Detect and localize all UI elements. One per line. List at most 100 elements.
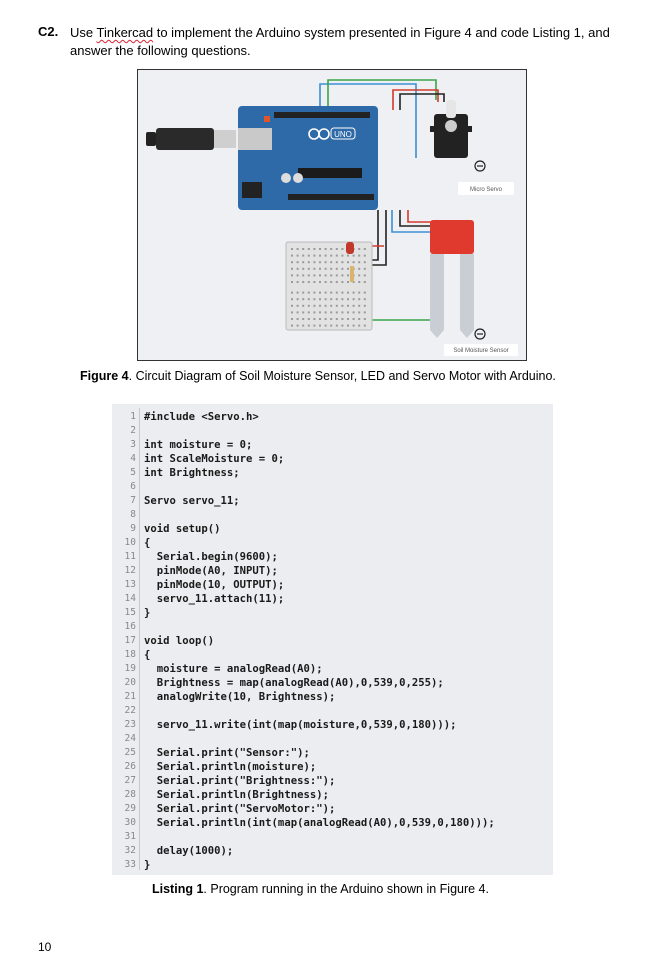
- code-line: 24: [112, 732, 553, 746]
- tinkercad-word: Tinkercad: [96, 25, 154, 40]
- code-line: 13 pinMode(10, OUTPUT);: [112, 578, 553, 592]
- code-text: Servo servo_11;: [144, 495, 240, 507]
- figure-caption-text: . Circuit Diagram of Soil Moisture Senso…: [128, 369, 556, 383]
- question-text: Use Tinkercad to implement the Arduino s…: [70, 24, 640, 60]
- code-text: Serial.println(int(map(analogRead(A0),0,…: [144, 817, 495, 829]
- line-number: 31: [124, 831, 136, 842]
- line-number: 10: [124, 537, 136, 548]
- code-text: }: [144, 607, 151, 619]
- line-number: 1: [130, 411, 136, 422]
- line-number: 11: [124, 551, 136, 562]
- line-number: 4: [130, 453, 136, 464]
- code-text: Serial.print("ServoMotor:");: [144, 803, 336, 815]
- code-line: 32 delay(1000);: [112, 844, 553, 858]
- line-number: 30: [124, 817, 136, 828]
- arduino-board: [238, 106, 378, 210]
- code-line: 31: [112, 830, 553, 844]
- code-gutter: [139, 408, 140, 870]
- breadboard: [285, 241, 373, 331]
- code-text: Brightness = map(analogRead(A0),0,539,0,…: [144, 677, 444, 689]
- code-text: int Brightness;: [144, 467, 240, 479]
- line-number: 9: [130, 523, 136, 534]
- code-line: 15}: [112, 606, 553, 620]
- code-line: 14 servo_11.attach(11);: [112, 592, 553, 606]
- code-line: 27 Serial.print("Brightness:");: [112, 774, 553, 788]
- code-line: 12 pinMode(A0, INPUT);: [112, 564, 553, 578]
- line-number: 14: [124, 593, 136, 604]
- line-number: 24: [124, 733, 136, 744]
- line-number: 8: [130, 509, 136, 520]
- line-number: 5: [130, 467, 136, 478]
- line-number: 15: [124, 607, 136, 618]
- line-number: 18: [124, 649, 136, 660]
- code-line: 10 {: [112, 536, 553, 550]
- code-line: 23 servo_11.write(int(map(moisture,0,539…: [112, 718, 553, 732]
- code-line: 29 Serial.print("ServoMotor:");: [112, 802, 553, 816]
- figure-caption: Figure 4. Circuit Diagram of Soil Moistu…: [80, 369, 556, 383]
- code-line: 21 analogWrite(10, Brightness);: [112, 690, 553, 704]
- listing-caption-text: . Program running in the Arduino shown i…: [203, 882, 489, 896]
- code-text: pinMode(10, OUTPUT);: [144, 579, 285, 591]
- servo-label: Micro Servo: [470, 187, 503, 193]
- listing-caption-label: Listing 1: [152, 882, 204, 896]
- line-number: 2: [130, 425, 136, 436]
- circuit-diagram: UNO Micro Servo Soil Moisture Sensor: [146, 79, 518, 356]
- soil-moisture-sensor: [430, 220, 474, 254]
- line-number: 12: [124, 565, 136, 576]
- code-line: 20 Brightness = map(analogRead(A0),0,539…: [112, 676, 553, 690]
- code-line: 8: [112, 508, 553, 522]
- line-number: 3: [130, 439, 136, 450]
- code-line: 1 #include <Servo.h>: [112, 410, 553, 424]
- code-text: Serial.print("Brightness:");: [144, 775, 336, 787]
- line-number: 20: [124, 677, 136, 688]
- line-number: 13: [124, 579, 136, 590]
- code-line: 33}: [112, 858, 553, 872]
- code-text: {: [144, 537, 151, 549]
- code-text: servo_11.write(int(map(moisture,0,539,0,…: [144, 719, 457, 731]
- code-text: }: [144, 859, 151, 871]
- question-number: C2.: [38, 24, 59, 39]
- code-text: int ScaleMoisture = 0;: [144, 453, 285, 465]
- code-text: servo_11.attach(11);: [144, 593, 285, 605]
- code-line: 18 {: [112, 648, 553, 662]
- code-text: Serial.println(Brightness);: [144, 789, 329, 801]
- circuit-figure: UNO Micro Servo Soil Moisture Sensor: [137, 69, 527, 361]
- code-text: {: [144, 649, 151, 661]
- code-text: Serial.print("Sensor:");: [144, 747, 310, 759]
- line-number: 19: [124, 663, 136, 674]
- code-line: 17 void loop(): [112, 634, 553, 648]
- code-text: delay(1000);: [144, 845, 234, 857]
- line-number: 21: [124, 691, 136, 702]
- code-line: 22: [112, 704, 553, 718]
- line-number: 25: [124, 747, 136, 758]
- question-text-before: Use: [70, 25, 97, 40]
- code-line: 6: [112, 480, 553, 494]
- line-number: 16: [124, 621, 136, 632]
- line-number: 33: [124, 859, 136, 870]
- figure-caption-label: Figure 4: [80, 369, 129, 383]
- code-line: 30 Serial.println(int(map(analogRead(A0)…: [112, 816, 553, 830]
- line-number: 23: [124, 719, 136, 730]
- code-line: 5 int Brightness;: [112, 466, 553, 480]
- code-line: 3 int moisture = 0;: [112, 438, 553, 452]
- question-text-after: to implement the Arduino system presente…: [70, 25, 610, 58]
- code-line: 25 Serial.print("Sensor:");: [112, 746, 553, 760]
- line-number: 26: [124, 761, 136, 772]
- sensor-label: Soil Moisture Sensor: [453, 348, 508, 354]
- code-line: 16: [112, 620, 553, 634]
- listing-caption: Listing 1. Program running in the Arduin…: [152, 882, 489, 896]
- code-line: 28 Serial.println(Brightness);: [112, 788, 553, 802]
- servo-motor: [434, 114, 468, 158]
- code-text: void loop(): [144, 635, 215, 647]
- line-number: 17: [124, 635, 136, 646]
- line-number: 32: [124, 845, 136, 856]
- code-text: int moisture = 0;: [144, 439, 253, 451]
- code-line: 26 Serial.println(moisture);: [112, 760, 553, 774]
- line-number: 22: [124, 705, 136, 716]
- code-line: 2: [112, 424, 553, 438]
- line-number: 29: [124, 803, 136, 814]
- code-text: pinMode(A0, INPUT);: [144, 565, 278, 577]
- code-text: #include <Servo.h>: [144, 411, 259, 423]
